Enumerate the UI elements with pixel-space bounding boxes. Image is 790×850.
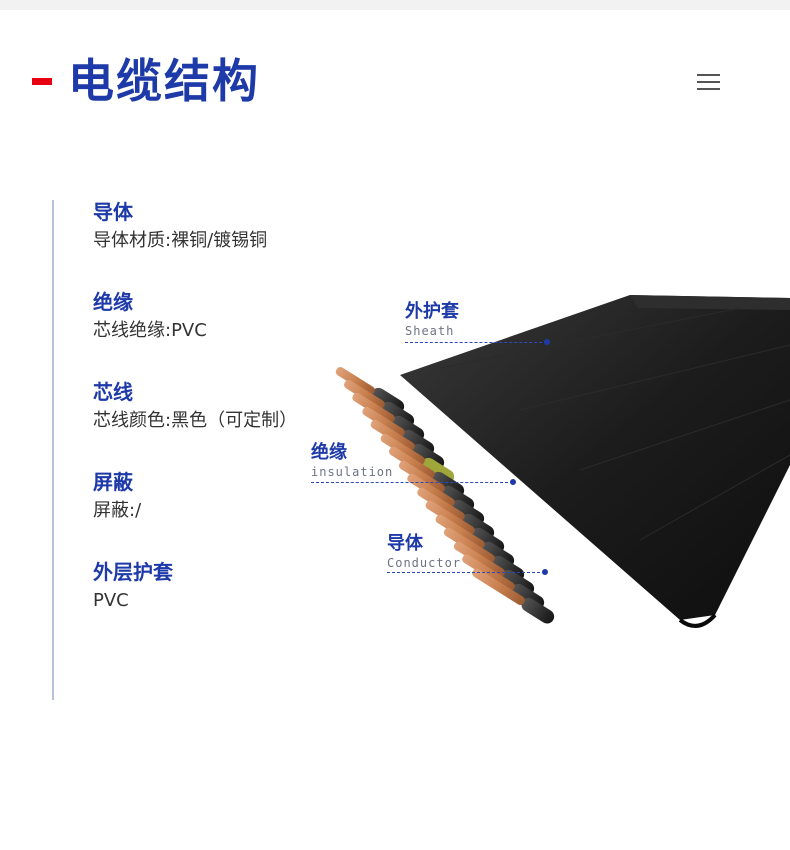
cable-cores	[335, 367, 555, 624]
callout-insulation-line	[311, 482, 513, 483]
spec-outer-sheath: 外层护套 PVC	[93, 559, 173, 613]
callout-sheath-line	[405, 342, 547, 343]
callout-insulation-cn: 绝缘	[311, 442, 347, 463]
spec-value: 芯线颜色:黑色（可定制）	[93, 410, 298, 431]
callout-conductor-line	[387, 572, 545, 573]
spec-conductor: 导体 导体材质:裸铜/镀锡铜	[93, 199, 267, 253]
spec-heading: 导体	[93, 200, 133, 224]
spec-value: 导体材质:裸铜/镀锡铜	[93, 230, 268, 251]
cable-sheath	[400, 295, 790, 620]
callout-conductor-dot	[542, 569, 548, 575]
spec-core: 芯线 芯线颜色:黑色（可定制）	[93, 379, 297, 433]
top-bar	[0, 0, 790, 10]
callout-conductor-en: Conductor	[387, 556, 462, 570]
callout-insulation: 绝缘 insulation	[311, 442, 516, 485]
title-accent-mark	[32, 78, 52, 85]
callout-sheath-dot	[544, 339, 550, 345]
spec-heading: 绝缘	[93, 290, 133, 314]
spec-value: 屏蔽:/	[93, 500, 142, 521]
callout-insulation-dot	[510, 479, 516, 485]
callout-insulation-en: insulation	[311, 465, 394, 479]
spec-heading: 芯线	[93, 380, 133, 404]
spec-divider-line	[52, 200, 54, 700]
callout-sheath-en: Sheath	[405, 324, 455, 338]
callout-conductor: 导体 Conductor	[387, 533, 548, 575]
spec-value: PVC	[93, 590, 129, 611]
spec-heading: 外层护套	[93, 560, 173, 584]
callout-sheath-cn: 外护套	[405, 301, 459, 322]
page-title: 电缆结构	[68, 54, 260, 108]
callout-conductor-cn: 导体	[387, 533, 423, 554]
spec-insulation: 绝缘 芯线绝缘:PVC	[93, 289, 207, 343]
spec-heading: 屏蔽	[93, 470, 133, 494]
callout-sheath: 外护套 Sheath	[405, 301, 550, 345]
flat-cable-illustration	[335, 295, 790, 628]
spec-value: 芯线绝缘:PVC	[93, 320, 207, 341]
hamburger-menu-icon[interactable]	[697, 74, 720, 91]
spec-shield: 屏蔽 屏蔽:/	[93, 469, 141, 523]
